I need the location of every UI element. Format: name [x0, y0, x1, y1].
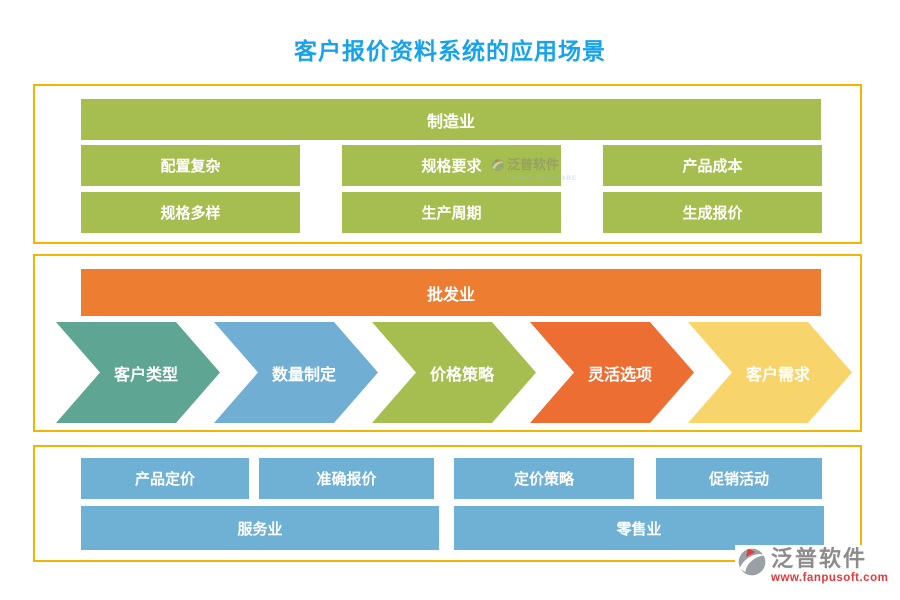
manufacturing-item: 生产周期 — [342, 192, 561, 233]
page-title: 客户报价资料系统的应用场景 — [294, 38, 606, 64]
wholesale-step: 价格策略 — [372, 322, 536, 423]
manufacturing-item: 规格要求 — [342, 145, 561, 186]
fanpusoft-logo-icon — [737, 547, 767, 582]
wholesale-header: 批发业 — [81, 269, 821, 316]
services-retail-panel: 产品定价 准确报价 定价策略 促销活动 服务业 零售业 — [33, 445, 862, 562]
services-bar: 服务业 — [81, 506, 439, 550]
wholesale-step: 数量制定 — [214, 322, 378, 423]
fanpusoft-logo: 泛普软件 www.fanpusoft.com — [735, 545, 895, 584]
wholesale-step: 客户类型 — [56, 322, 220, 423]
retail-item: 定价策略 — [454, 458, 634, 499]
wholesale-panel: 批发业 客户类型 数量制定 价格策略 灵活选项 客户需求 — [33, 254, 862, 432]
brand-url: www.fanpusoft.com — [771, 572, 889, 584]
retail-bar: 零售业 — [454, 506, 824, 550]
services-item: 产品定价 — [81, 458, 249, 499]
services-item: 准确报价 — [259, 458, 434, 499]
manufacturing-item: 产品成本 — [603, 145, 822, 186]
wholesale-step: 客户需求 — [688, 322, 852, 423]
retail-item: 促销活动 — [656, 458, 822, 499]
wholesale-step: 灵活选项 — [530, 322, 694, 423]
manufacturing-item: 规格多样 — [81, 192, 300, 233]
manufacturing-panel: 制造业 配置复杂 规格要求 产品成本 规格多样 生产周期 生成报价 泛普软件 F… — [33, 84, 862, 244]
brand-name: 泛普软件 — [771, 546, 868, 571]
manufacturing-item: 配置复杂 — [81, 145, 300, 186]
manufacturing-item: 生成报价 — [603, 192, 822, 233]
manufacturing-header: 制造业 — [81, 99, 821, 140]
